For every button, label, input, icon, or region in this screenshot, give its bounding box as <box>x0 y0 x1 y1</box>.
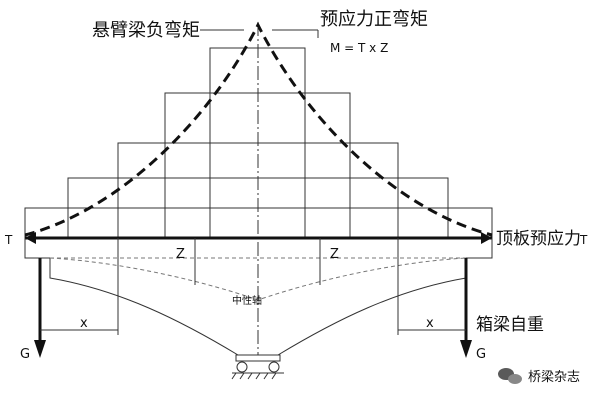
neutral-axis-line <box>49 257 467 301</box>
lever-arm-right-label: Z <box>330 247 339 262</box>
tension-right-label: T <box>579 233 588 247</box>
prestress-moment-label: 预应力正弯矩 <box>320 9 428 30</box>
distance-left-label: x <box>80 316 88 331</box>
cantilever-moment-label: 悬臂梁负弯矩 <box>92 20 200 41</box>
callout-lines <box>200 29 319 38</box>
top-slab-prestress-label: 顶板预应力 <box>496 229 581 249</box>
roller-support-icon <box>231 354 284 380</box>
gravity-left-label: G <box>20 347 30 362</box>
tension-left-label: T <box>4 233 13 247</box>
gravity-right-label: G <box>476 347 486 362</box>
moment-formula: M = T x Z <box>330 41 388 55</box>
lever-arm-left-label: Z <box>176 247 185 262</box>
self-weight-label: 箱梁自重 <box>476 315 544 335</box>
lever-arm-markers <box>194 238 321 285</box>
wechat-bubble-icon <box>498 368 522 384</box>
watermark-label: 桥梁杂志 <box>528 370 580 385</box>
distance-right-label: x <box>426 316 434 331</box>
tension-arrows <box>25 232 492 244</box>
gravity-arrows <box>34 258 472 358</box>
cantilever-moment-curve <box>24 21 493 237</box>
neutral-axis-label: 中性轴 <box>232 294 262 307</box>
distance-dimensions <box>40 238 466 335</box>
